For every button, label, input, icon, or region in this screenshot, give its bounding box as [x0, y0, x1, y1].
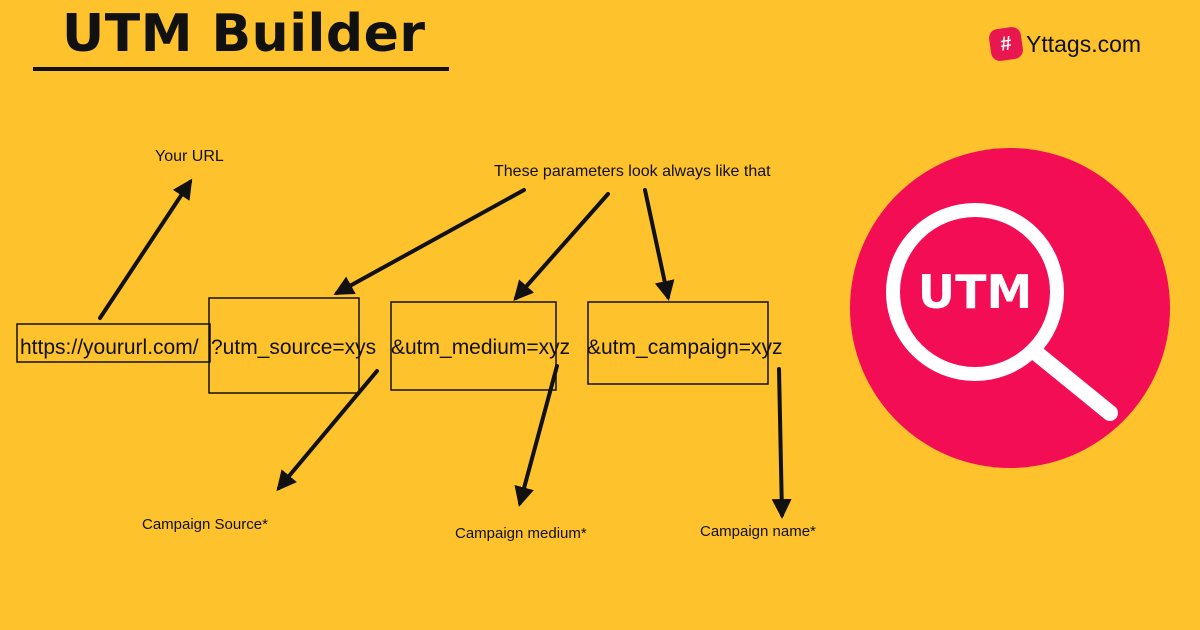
utm-badge: UTM [850, 148, 1170, 468]
brand-name: Yttags.com [1026, 30, 1142, 57]
arrow-to-source-label [276, 369, 379, 492]
arrow-to-url-label [98, 178, 193, 320]
campaign-name-label: Campaign name* [700, 523, 816, 540]
arrow-to-source-box [333, 188, 526, 295]
magnifier-icon [886, 203, 1064, 381]
your-url-label: Your URL [155, 148, 224, 165]
campaign-box [587, 301, 769, 385]
arrow-to-campaign-box [643, 188, 675, 301]
source-box [208, 297, 360, 394]
arrow-to-medium-box [513, 192, 610, 301]
page-title: UTM Builder [62, 4, 426, 64]
brand-logo: # Yttags.com [987, 25, 1142, 63]
title-underline [33, 67, 449, 71]
arrow-to-name-label [771, 367, 792, 519]
utm-badge-text: UTM [918, 265, 1033, 319]
campaign-param: &utm_campaign=xyz [587, 336, 783, 359]
medium-param: &utm_medium=xyz [391, 336, 570, 359]
arrow-to-medium-label [514, 364, 559, 507]
campaign-source-label: Campaign Source* [142, 516, 268, 533]
url-part: https://yoururl.com/ [20, 336, 199, 359]
parameters-label: These parameters look always like that [494, 163, 771, 180]
medium-box [390, 301, 557, 391]
source-param: ?utm_source=xys [211, 336, 376, 359]
svg-text:https://yoururl.com/ ?utm_: https://yoururl.com/ ?utm_source=xys &ut… [20, 336, 783, 359]
url-box [16, 323, 211, 363]
campaign-medium-label: Campaign medium* [455, 525, 587, 542]
